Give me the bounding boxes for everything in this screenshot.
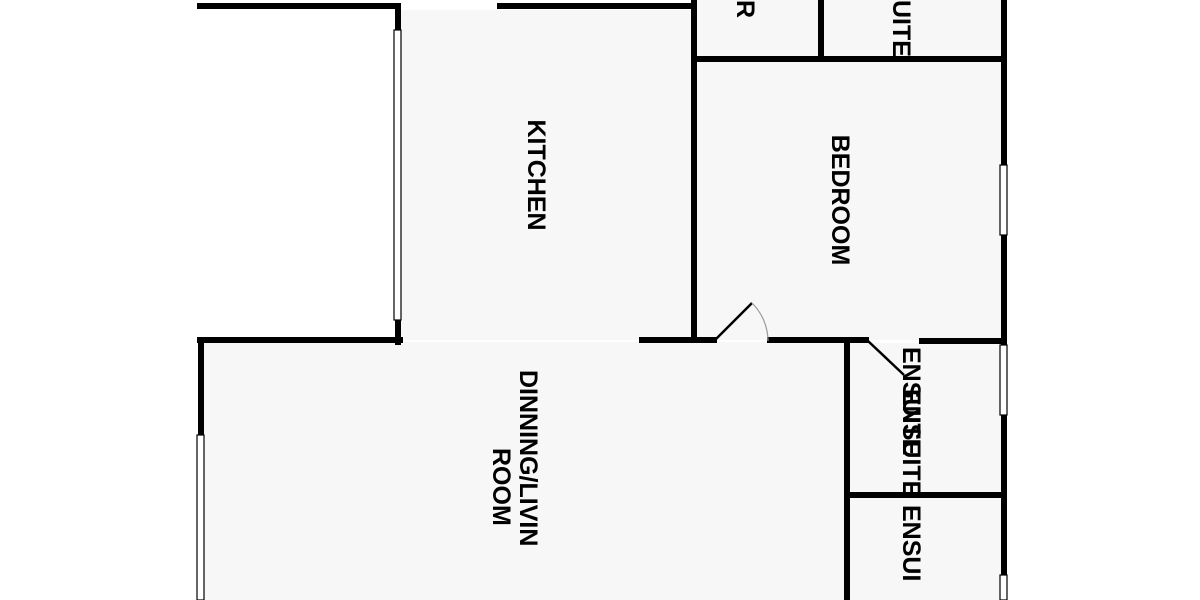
window-lower-ensuite-right	[999, 574, 1008, 600]
label-lower-ensuite: ENSUI	[897, 505, 925, 581]
label-dining-line2: ROOM	[487, 448, 515, 526]
window-ensuite-right	[999, 344, 1008, 416]
label-kitchen: KITCHEN	[522, 119, 550, 230]
doors	[713, 302, 905, 376]
top-small-room-floor	[697, 0, 821, 58]
bedroom-door-swing	[751, 302, 769, 342]
walls	[197, 0, 1007, 600]
label-bedroom: BEDROOM	[826, 135, 854, 266]
bedroom-floor	[697, 62, 1002, 340]
label-ensuite: ENSUITE	[897, 347, 925, 455]
ensuite-door-leaf	[867, 340, 905, 376]
label-top-partial: R	[731, 0, 759, 18]
label-ensuite-second: ENSUITE	[897, 389, 925, 497]
dining-living-floor	[203, 342, 846, 600]
room-fills	[203, 0, 1002, 600]
label-top-ensuite-partial: UITE	[887, 0, 915, 57]
window-kitchen-left	[393, 29, 402, 321]
room-labels: KITCHEN BEDROOM DINNING/LIVIN ROOM ENSUI…	[487, 0, 925, 581]
window-dining-left	[196, 434, 205, 600]
bedroom-door-leaf	[713, 302, 753, 342]
lower-ensuite-floor	[850, 498, 1002, 600]
kitchen-floor	[400, 10, 693, 340]
window-bedroom-right	[999, 164, 1008, 236]
windows	[196, 29, 1008, 600]
ensuite-floor	[850, 343, 1002, 495]
label-dining-line1: DINNING/LIVIN	[514, 370, 542, 546]
top-ensuite-floor	[824, 0, 1002, 58]
